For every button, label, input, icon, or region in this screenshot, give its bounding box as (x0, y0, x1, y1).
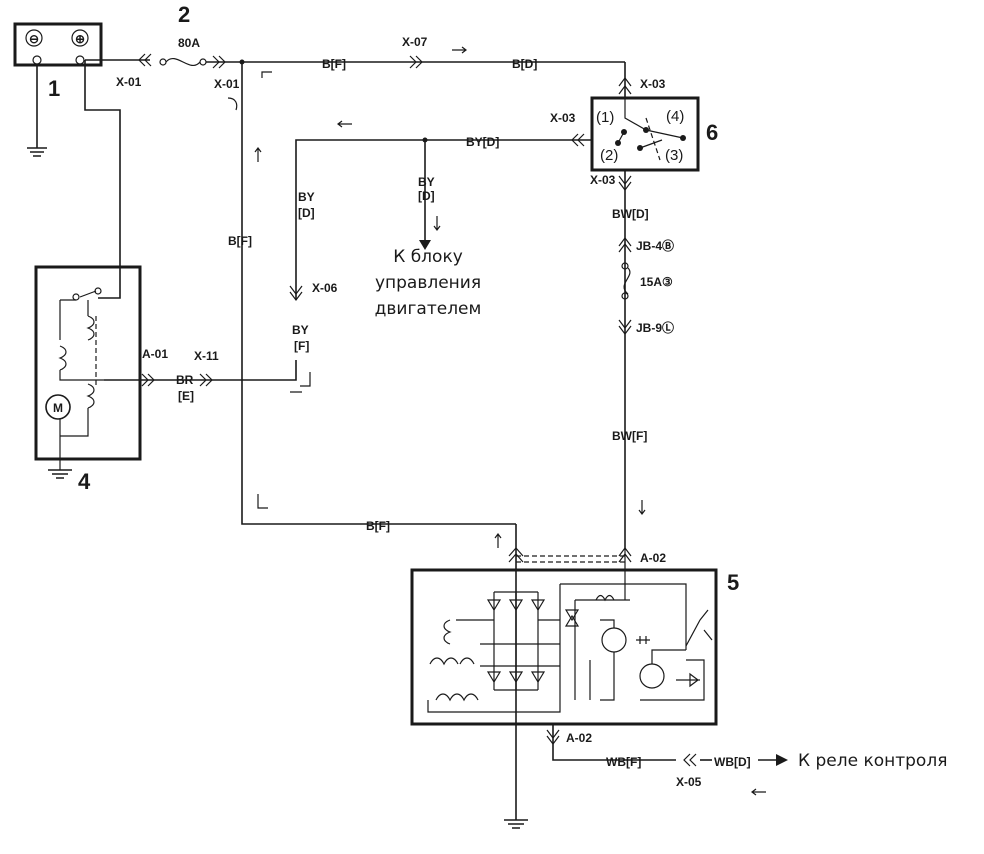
wire-byd-horizontal: BY[D] (466, 135, 499, 149)
wire-f-low: [F] (294, 339, 309, 353)
switch-pin-1: (1) (596, 109, 614, 126)
ignition-switch-number: 6 (706, 120, 718, 145)
wire-by-mid: BY (418, 175, 435, 189)
wire-by-left: BY (298, 190, 315, 204)
connector-a02-top: A-02 (640, 551, 666, 565)
connector-chevron (546, 729, 560, 745)
wire-bf-top: B[F] (322, 57, 346, 71)
main-fuse-rating: 80A (178, 36, 200, 50)
wiper-motor-number: 4 (78, 469, 91, 494)
wire-bwf: BW[F] (612, 429, 647, 443)
wire-e: [E] (178, 389, 194, 403)
switch-pin-2: (2) (600, 147, 618, 164)
connector-chevron (289, 285, 303, 301)
wire-bwd: BW[D] (612, 207, 649, 221)
ground-icon (48, 469, 72, 479)
connector-chevron (683, 753, 697, 767)
arrow-right-icon (776, 754, 788, 766)
small-fuse-rating: 15A③ (640, 275, 673, 289)
generator-number: 5 (727, 570, 739, 595)
wire-d-left: [D] (298, 206, 315, 220)
connector-x07: X-07 (402, 35, 428, 49)
wire-wbd: WB[D] (714, 755, 751, 769)
connector-chevron (618, 175, 632, 191)
switch-pin-3: (3) (665, 147, 683, 164)
wire-wbf: WB[F] (606, 755, 641, 769)
wire-d-mid: [D] (418, 189, 435, 203)
connector-chevron (618, 319, 632, 335)
connector-x03-bottom: X-03 (590, 173, 616, 187)
battery-plus-symbol: ⊕ (75, 32, 85, 46)
main-fuse-number: 2 (178, 2, 190, 27)
motor-symbol: M (53, 401, 63, 415)
battery-number: 1 (48, 76, 60, 101)
connector-chevron (409, 55, 423, 69)
connector-chevron (618, 77, 632, 95)
connector-jb9: JB-9Ⓛ (636, 320, 674, 335)
main-fuse: 2 80A (159, 2, 207, 66)
wire-bf-vertical: B[F] (228, 234, 252, 248)
small-fuse (623, 267, 631, 295)
connector-chevron (618, 237, 632, 253)
wiper-motor: M (34, 265, 142, 470)
wire-br: BR (176, 373, 194, 387)
connector-a02-bottom: A-02 (566, 731, 592, 745)
connector-chevron (199, 373, 213, 387)
connector-x11: X-11 (194, 349, 219, 363)
ecu-note-line2: управления (375, 273, 481, 293)
connector-a01: A-01 (142, 347, 168, 361)
connector-x03-top: X-03 (640, 77, 666, 91)
relay-note: К реле контроля (798, 751, 947, 771)
ignition-switch: (1) (2) (3) (4) (590, 96, 700, 172)
connector-chevron (138, 53, 152, 67)
connector-x06: X-06 (312, 281, 338, 295)
connector-x01-fuse: X-01 (214, 77, 240, 91)
switch-pin-4: (4) (666, 108, 684, 125)
connector-x03-left: X-03 (550, 111, 576, 125)
wire-by-low: BY (292, 323, 309, 337)
ecu-note-line3: двигателем (375, 299, 482, 319)
connector-chevron (141, 373, 155, 387)
wire-bd-top: B[D] (512, 57, 537, 71)
connector-x01-battery: X-01 (116, 75, 142, 89)
ground-icon (504, 819, 528, 829)
battery: ⊖ ⊕ 1 (13, 22, 103, 101)
generator (410, 524, 718, 820)
connector-x05: X-05 (676, 775, 702, 789)
ecu-note-line1: К блоку (393, 247, 463, 267)
battery-minus-symbol: ⊖ (29, 32, 39, 46)
wire-bf-bottom: B[F] (366, 519, 390, 533)
connector-jb4: JB-4Ⓑ (636, 238, 674, 253)
ground-icon (27, 147, 47, 157)
